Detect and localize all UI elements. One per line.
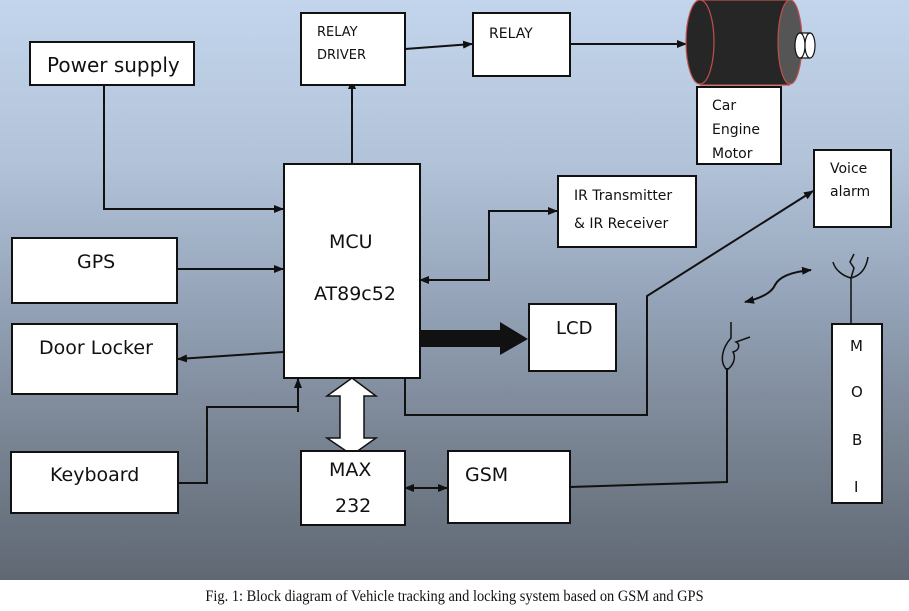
ir-label-line2: & IR Receiver [574,216,669,232]
figure-caption: Fig. 1: Block diagram of Vehicle trackin… [205,588,704,605]
connection-wires [103,0,869,492]
power-supply-label: Power supply [47,53,180,77]
mcu-model-label: AT89c52 [314,283,396,305]
relay-label: RELAY [489,26,533,42]
power-supply-block: Power supply [29,41,195,86]
relay-driver-label-line2: DRIVER [317,48,367,63]
thick-arrow-mcu-to-lcd [420,322,528,355]
mobile-letter-i: I [854,478,859,496]
wire-mcu-ir-bidirectional [419,207,558,284]
gps-label: GPS [77,251,116,273]
ir-label-line1: IR Transmitter [574,188,673,204]
door-locker-label: Door Locker [39,337,153,359]
mobile-block: M O B I [831,323,883,504]
relay-driver-block: RELAY DRIVER [300,12,406,86]
wire-gsm-to-antenna [569,368,728,488]
relay-driver-label-line1: RELAY [317,25,358,40]
relay-block: RELAY [472,12,571,77]
car-engine-motor-block: Car Engine Motor [696,86,782,165]
voice-alarm-block: Voice alarm [813,149,892,228]
lcd-block: LCD [528,303,617,372]
mobile-letter-b: B [852,431,863,449]
ir-transceiver-block: IR Transmitter & IR Receiver [557,175,697,248]
motor-label-line3: Motor [712,146,753,162]
wire-power-to-mcu [103,84,284,213]
gsm-block: GSM [447,450,571,524]
mcu-label: MCU [329,231,373,253]
mobile-antenna-icon [832,253,869,323]
keyboard-block: Keyboard [10,451,179,514]
motor-label-line1: Car [712,98,737,114]
wire-mcu-to-voice-alarm [404,190,814,416]
wire-mcu-to-door-locker [177,351,284,363]
gsm-label: GSM [465,464,509,486]
max232-label-line2: 232 [335,495,372,517]
gps-block: GPS [11,237,178,304]
mobile-letter-m: M [850,337,863,355]
hollow-arrow-mcu-max232 [324,377,379,456]
max232-label-line1: MAX [329,459,372,481]
voice-alarm-label-line2: alarm [830,184,871,200]
keyboard-label: Keyboard [50,464,140,486]
lcd-label: LCD [556,318,593,339]
mobile-letter-o: O [851,383,863,401]
voice-alarm-label-line1: Voice [830,161,868,177]
mcu-block: MCU AT89c52 [283,163,421,379]
wireless-link-arrow [744,266,812,304]
motor-label-line2: Engine [712,122,760,138]
max232-block: MAX 232 [300,450,406,526]
diagram-canvas: Power supply RELAY DRIVER RELAY Car Engi… [0,0,909,580]
wire-keyboard-to-mcu [178,406,298,484]
wire-relay-driver-to-relay [404,40,473,50]
gsm-antenna-icon [721,322,751,371]
door-locker-block: Door Locker [11,323,178,395]
car-engine-motor-icon [685,0,816,86]
